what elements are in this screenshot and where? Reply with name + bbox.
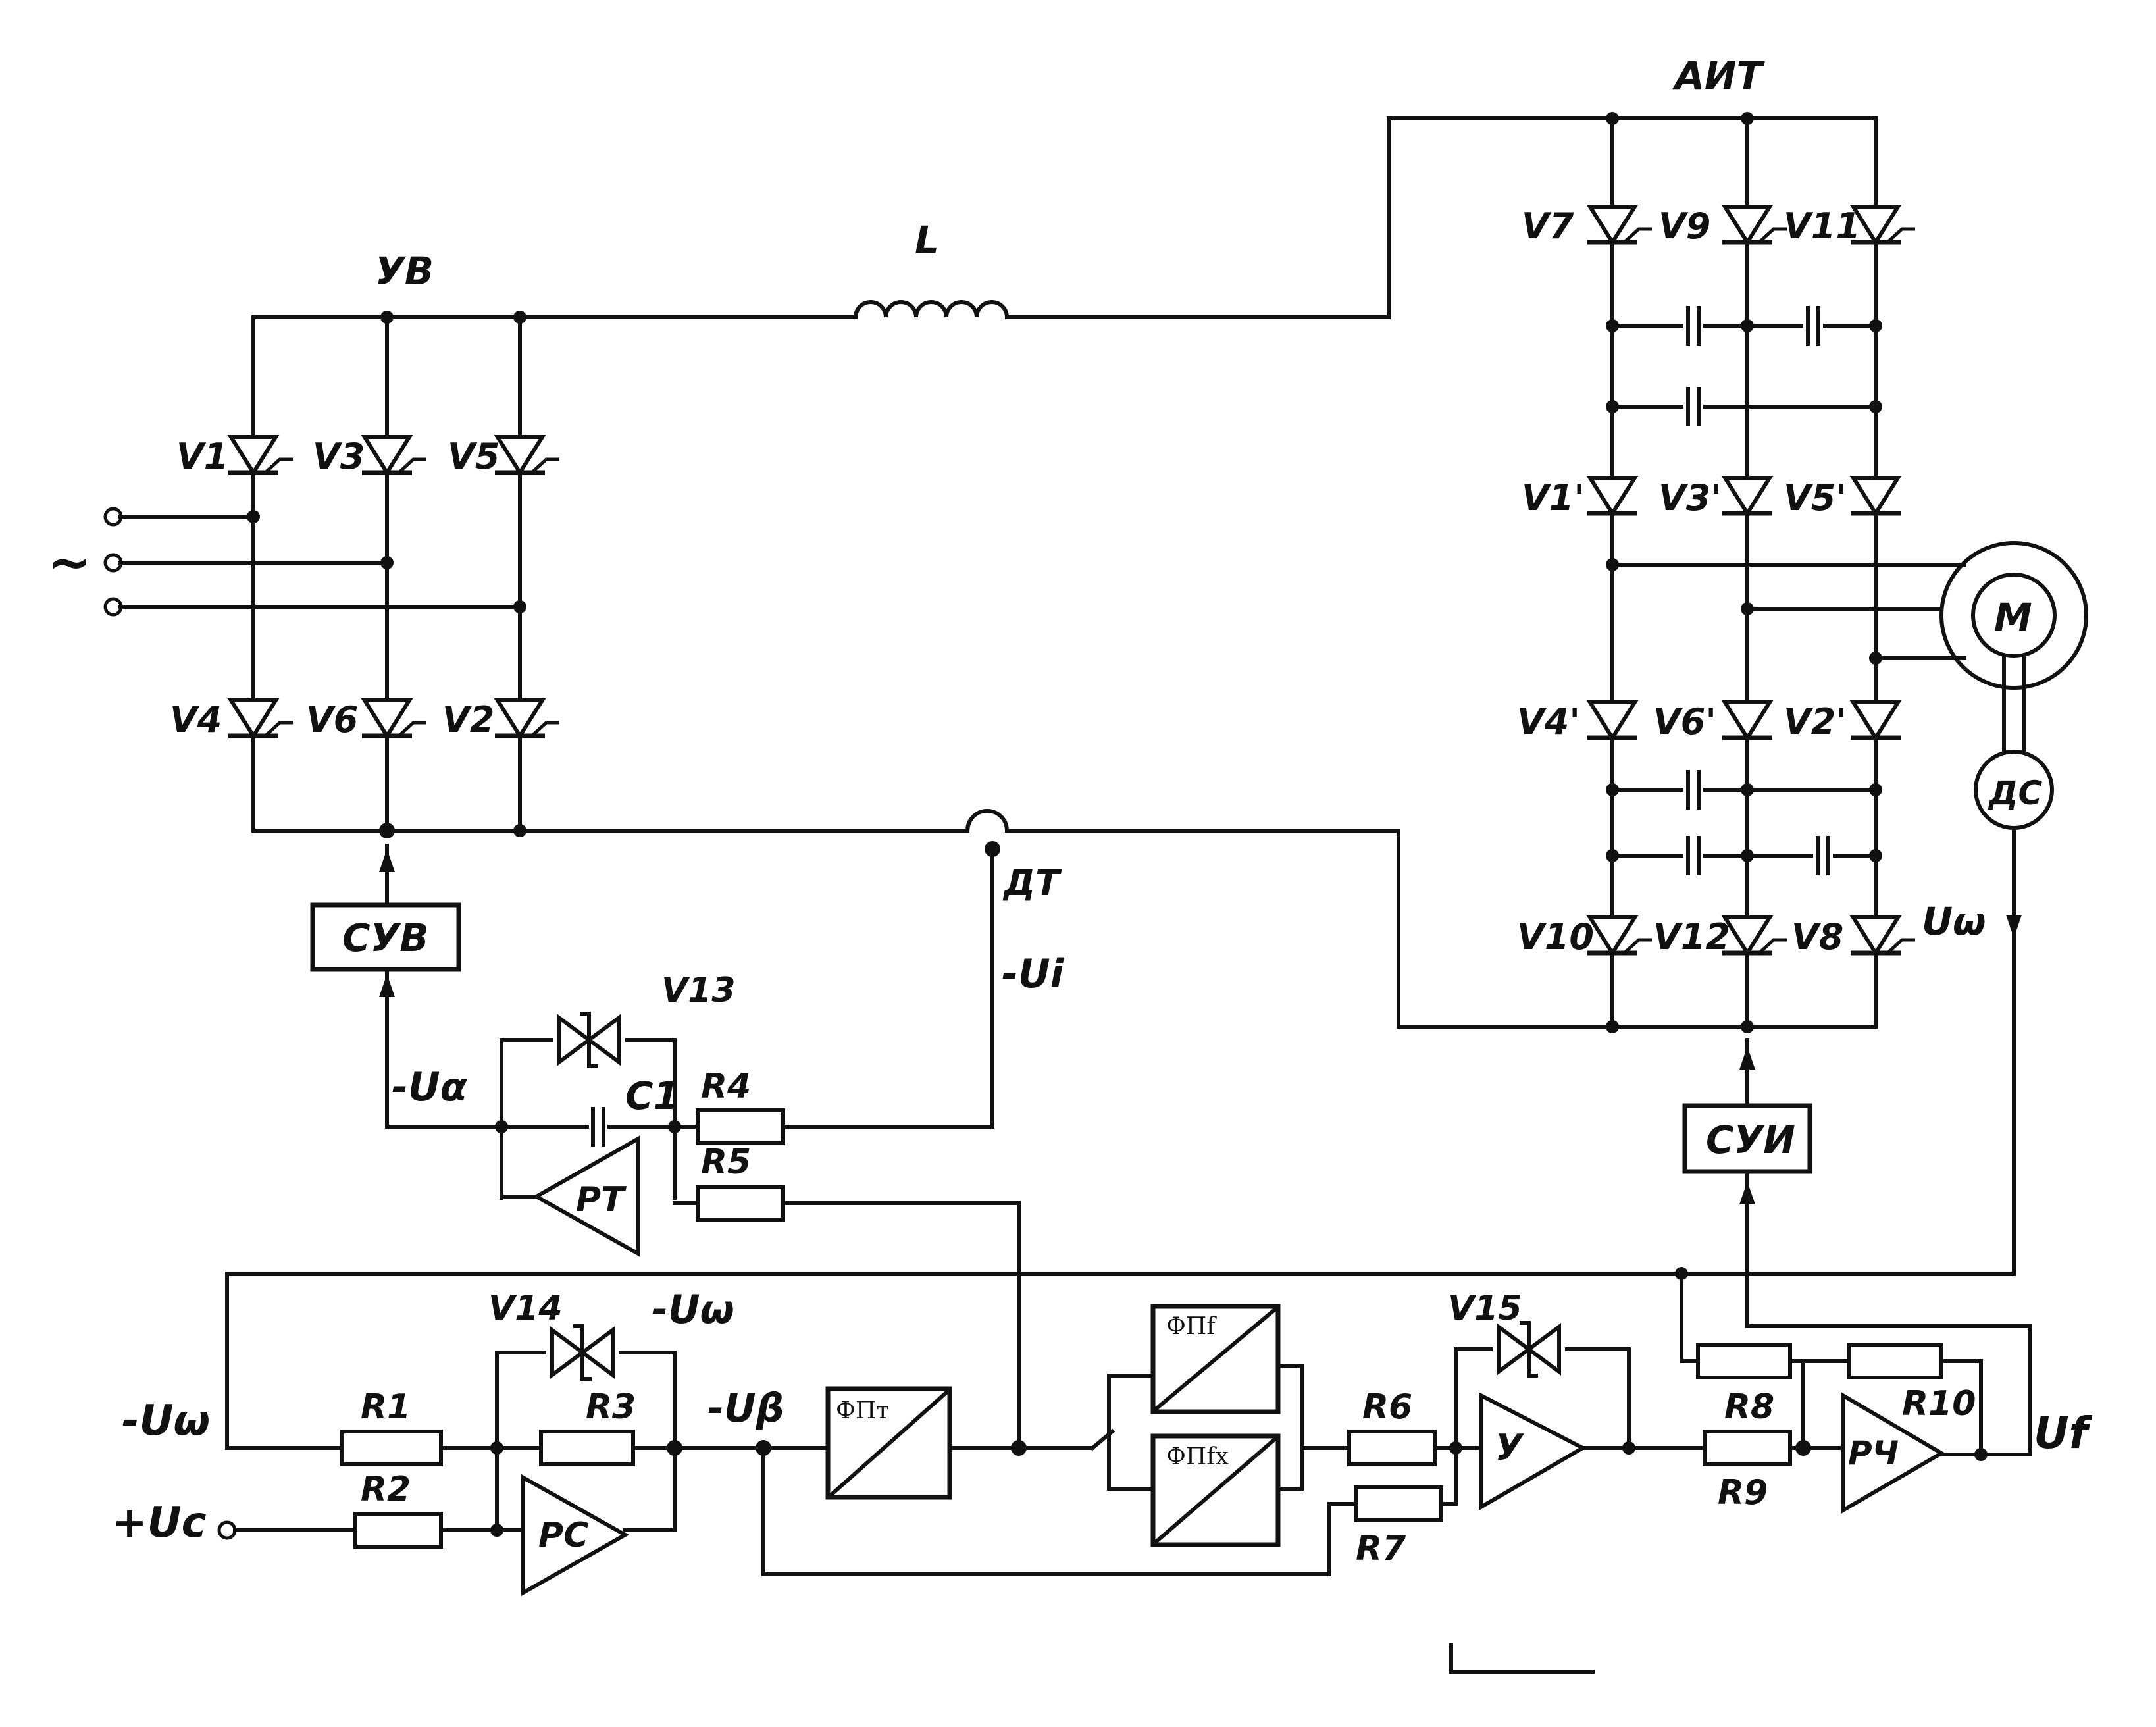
label-r3: R3 — [586, 1387, 636, 1427]
current-regulator — [495, 1014, 1021, 1450]
fpfx-block-label: ФПfx — [1166, 1443, 1229, 1470]
label-v8: V8 — [1791, 916, 1843, 958]
label-r6: R6 — [1362, 1387, 1412, 1427]
label-v14: V14 — [488, 1289, 563, 1328]
function-converters — [756, 1304, 1358, 1576]
label-v1-prime: V1' — [1522, 477, 1585, 519]
label-v10: V10 — [1517, 916, 1594, 958]
frequency-regulator — [1675, 1038, 2032, 1514]
label-c1: C1 — [625, 1073, 680, 1118]
pch-block-label: РЧ — [1848, 1434, 1899, 1472]
label-beta-signal: -Uβ — [707, 1385, 784, 1431]
tachogenerator — [1974, 750, 2054, 1276]
pt-block-label: РТ — [576, 1180, 627, 1220]
label-inverter: АИТ — [1672, 53, 1765, 98]
label-setpoint-signal: +Uс — [112, 1499, 207, 1547]
label-r7: R7 — [1356, 1529, 1406, 1568]
label-r8: R8 — [1724, 1387, 1774, 1427]
current-source-inverter — [1587, 112, 1966, 1033]
scan-mark — [1449, 1643, 1595, 1674]
label-speed-signal-top: -Uω — [652, 1287, 734, 1333]
label-v11: V11 — [1784, 205, 1861, 247]
pc-block-label: РС — [538, 1516, 588, 1555]
ac-source-symbol: ~ — [47, 532, 91, 593]
label-r10: R10 — [1902, 1384, 1976, 1424]
amplifier-y — [1347, 1323, 1707, 1522]
label-v2-prime: V2' — [1784, 701, 1847, 742]
label-v13: V13 — [661, 971, 736, 1010]
label-speed-signal-left: -Uω — [122, 1397, 210, 1445]
label-v5: V5 — [448, 436, 500, 477]
label-v4-prime: V4' — [1517, 701, 1580, 742]
inductor-l — [853, 116, 1878, 320]
label-v2: V2 — [442, 699, 494, 740]
label-r5: R5 — [701, 1143, 751, 1182]
suv-block-label: СУВ — [342, 915, 429, 960]
label-v6-prime: V6' — [1653, 701, 1716, 742]
label-v5-prime: V5' — [1784, 477, 1847, 519]
label-frequency-signal: Uf — [2034, 1408, 2093, 1458]
label-current-sensor: ДТ — [1002, 862, 1062, 904]
speed-regulator — [217, 1272, 2016, 1597]
label-alpha-signal: -Uα — [392, 1064, 468, 1110]
label-v3: V3 — [313, 436, 365, 477]
sui-block-label: СУИ — [1706, 1118, 1795, 1162]
fpt-block-label: ФПт — [836, 1397, 889, 1424]
current-sensor — [965, 809, 1878, 1129]
label-v15: V15 — [1448, 1289, 1522, 1328]
label-v6: V6 — [306, 699, 358, 740]
label-r9: R9 — [1718, 1473, 1768, 1512]
label-rectifier: УВ — [375, 249, 434, 294]
label-r1: R1 — [361, 1387, 411, 1427]
label-tachogenerator: ДС — [1988, 774, 2043, 812]
label-v4: V4 — [170, 699, 222, 740]
label-v9: V9 — [1658, 205, 1710, 247]
rectifier-bridge — [103, 311, 969, 838]
label-v7: V7 — [1522, 205, 1574, 247]
label-r4: R4 — [701, 1067, 751, 1106]
label-motor: М — [1994, 595, 2032, 640]
label-inductor: L — [915, 218, 939, 263]
label-v12: V12 — [1653, 916, 1730, 958]
label-v3-prime: V3' — [1658, 477, 1722, 519]
y-block-label: У — [1495, 1427, 1524, 1468]
label-v1: V1 — [176, 436, 228, 477]
motor — [1939, 541, 2088, 752]
label-speed-feedback-signal: Uω — [1922, 899, 1986, 944]
label-r2: R2 — [361, 1470, 411, 1509]
label-current-signal: -Ui — [1002, 951, 1065, 997]
fpf-block-label: ФПf — [1166, 1313, 1217, 1340]
